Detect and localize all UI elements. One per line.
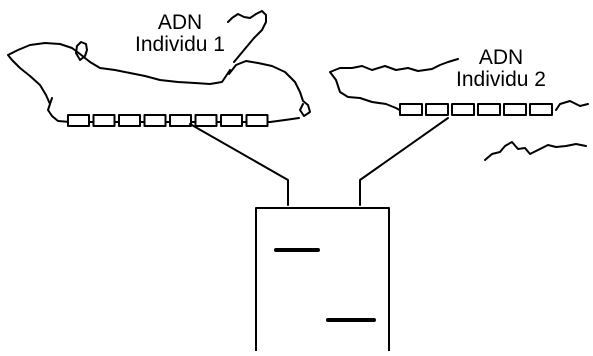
- label-individual-1-line2: Individu 1: [135, 33, 225, 56]
- dna-segment-2: [529, 103, 553, 116]
- dna-strand-2: [329, 58, 589, 161]
- dna-segment-1: [220, 114, 243, 127]
- dna-segment-2: [451, 103, 475, 116]
- dna-segment-1: [143, 114, 167, 127]
- gel-outline: [255, 207, 390, 352]
- dna-segment-1: [118, 114, 141, 127]
- dna-strand-2-outline: [329, 58, 589, 113]
- dna-segment-1: [169, 114, 192, 127]
- connector-line-1: [189, 123, 289, 206]
- dna-strand-2-lower-tail: [484, 141, 587, 161]
- dna-segment-2: [425, 103, 449, 116]
- dna-segment-1: [194, 114, 218, 127]
- dna-segment-1: [67, 114, 90, 127]
- dna-segments-2: [399, 103, 553, 116]
- label-individual-2: ADN Individu 2: [446, 47, 556, 91]
- dna-segments-1: [67, 114, 269, 127]
- label-individual-1: ADN Individu 1: [115, 12, 245, 56]
- label-individual-1-line1: ADN: [157, 11, 203, 34]
- dna-strand-1: [7, 10, 311, 123]
- dna-segment-1: [245, 114, 269, 127]
- dna-strand-1-top-tail: [227, 10, 267, 63]
- label-individual-2-line1: ADN: [478, 46, 524, 69]
- label-individual-2-line2: Individu 2: [456, 68, 546, 91]
- connector-line-2: [359, 117, 449, 206]
- dna-segment-2: [399, 103, 423, 116]
- dna-strand-1-loop: [75, 41, 88, 61]
- dna-segment-2: [477, 103, 501, 116]
- gel-bands: [274, 248, 376, 322]
- dna-segment-2: [503, 103, 527, 116]
- gel: [255, 207, 390, 352]
- dna-strand-1-outline: [7, 42, 311, 123]
- dna-segment-1: [92, 114, 116, 127]
